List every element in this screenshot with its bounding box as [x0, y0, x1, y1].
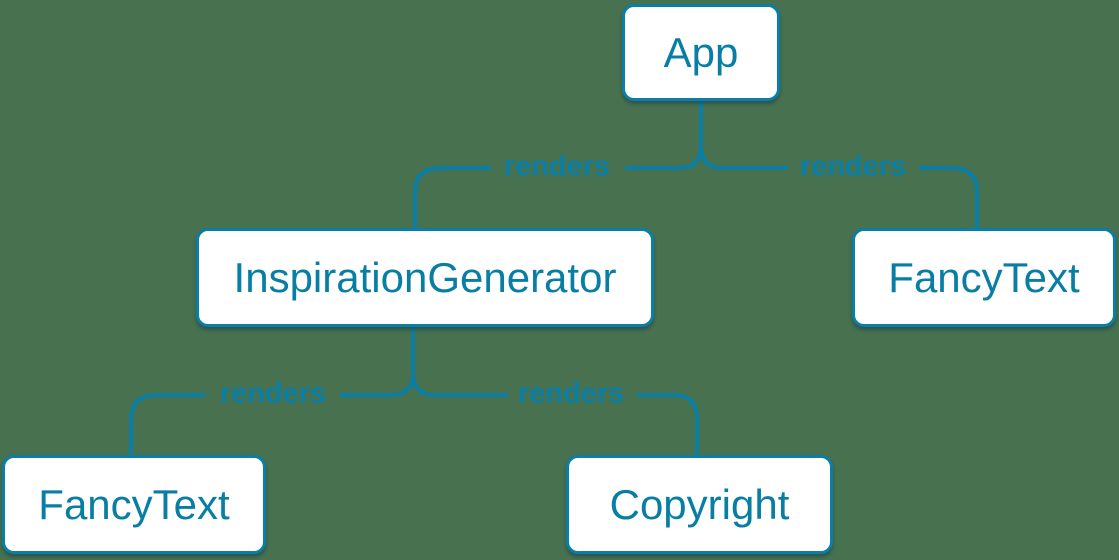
- edge-label-app-inspirationgenerator: renders: [503, 150, 611, 183]
- edge-inspirationgenerator-copyright-b: [637, 393, 699, 456]
- edge-app-fancytext-b: [919, 166, 979, 229]
- node-fancy-text-top: FancyText: [852, 228, 1116, 327]
- edge-inspirationgenerator-copyright-a: [411, 327, 508, 397]
- edge-app-inspirationgenerator-a: [625, 101, 703, 170]
- node-app: App: [622, 4, 780, 101]
- node-app-label: App: [663, 28, 739, 76]
- edge-inspirationgenerator-fancytext-a: [340, 327, 415, 397]
- node-copyright-label: Copyright: [609, 480, 790, 528]
- node-fancy-text-bottom: FancyText: [2, 455, 266, 554]
- edge-label-inspirationgenerator-fancytext: renders: [219, 377, 327, 410]
- node-fancy-text-bottom-label: FancyText: [38, 480, 230, 528]
- node-inspiration-generator-label: InspirationGenerator: [233, 253, 617, 301]
- node-copyright: Copyright: [566, 455, 833, 554]
- edge-app-inspirationgenerator-b: [413, 166, 491, 229]
- edge-label-app-fancytext: renders: [799, 150, 907, 183]
- edge-app-fancytext-a: [699, 101, 788, 170]
- node-fancy-text-top-label: FancyText: [888, 253, 1080, 301]
- edge-inspirationgenerator-fancytext-b: [129, 393, 205, 456]
- edge-label-inspirationgenerator-copyright: renders: [517, 377, 625, 410]
- node-inspiration-generator: InspirationGenerator: [196, 228, 654, 327]
